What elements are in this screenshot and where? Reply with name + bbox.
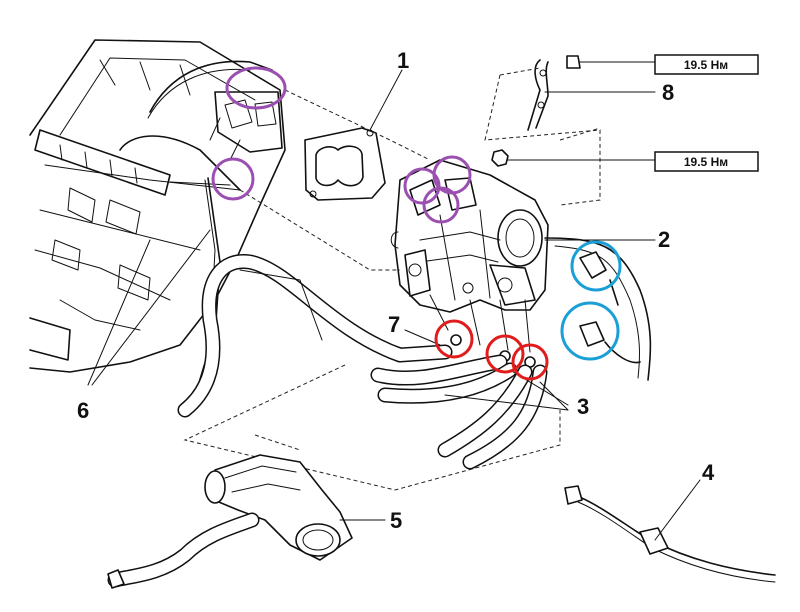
- callout-2: 2: [658, 227, 670, 252]
- red-highlight-circle: [434, 319, 474, 359]
- assembly-dashed-lines: [183, 67, 601, 491]
- air-intake-connector: [107, 454, 353, 589]
- callout-6: 6: [77, 398, 89, 423]
- torque-spec-upper: 19.5 Нм: [589, 54, 759, 75]
- coolant-hoses: [177, 254, 548, 470]
- callout-1: 1: [397, 48, 409, 73]
- purple-highlight-circle: [422, 186, 460, 224]
- engine-cables: [119, 60, 273, 401]
- torque-spec-lower: 19.5 Нм: [507, 151, 759, 172]
- throttle-cable: [564, 485, 776, 583]
- callout-leaders: [87, 69, 701, 541]
- blue-highlight-circle: [570, 240, 622, 292]
- callout-3: 3: [577, 394, 589, 419]
- throttle-body-gasket: [304, 127, 386, 201]
- callout-8: 8: [662, 80, 674, 105]
- blue-highlight-circle: [560, 301, 620, 361]
- red-highlight-circle: [511, 343, 549, 381]
- torque-value-upper: 19.5 Нм: [684, 58, 728, 72]
- red-highlight-circle: [485, 334, 525, 374]
- torque-value-lower: 19.5 Нм: [684, 155, 728, 169]
- callout-4: 4: [702, 460, 715, 485]
- purple-highlight-circle: [211, 157, 255, 201]
- purple-highlight-group: [211, 66, 472, 224]
- throttle-body: [390, 159, 549, 368]
- red-highlight-group: [434, 319, 549, 381]
- bracket-and-bolts: [491, 55, 591, 167]
- blue-highlight-group: [560, 240, 622, 361]
- engine-intake-manifold: [29, 39, 286, 373]
- callout-5: 5: [390, 508, 402, 533]
- purple-highlight-circle: [225, 66, 287, 110]
- callout-7: 7: [388, 312, 400, 337]
